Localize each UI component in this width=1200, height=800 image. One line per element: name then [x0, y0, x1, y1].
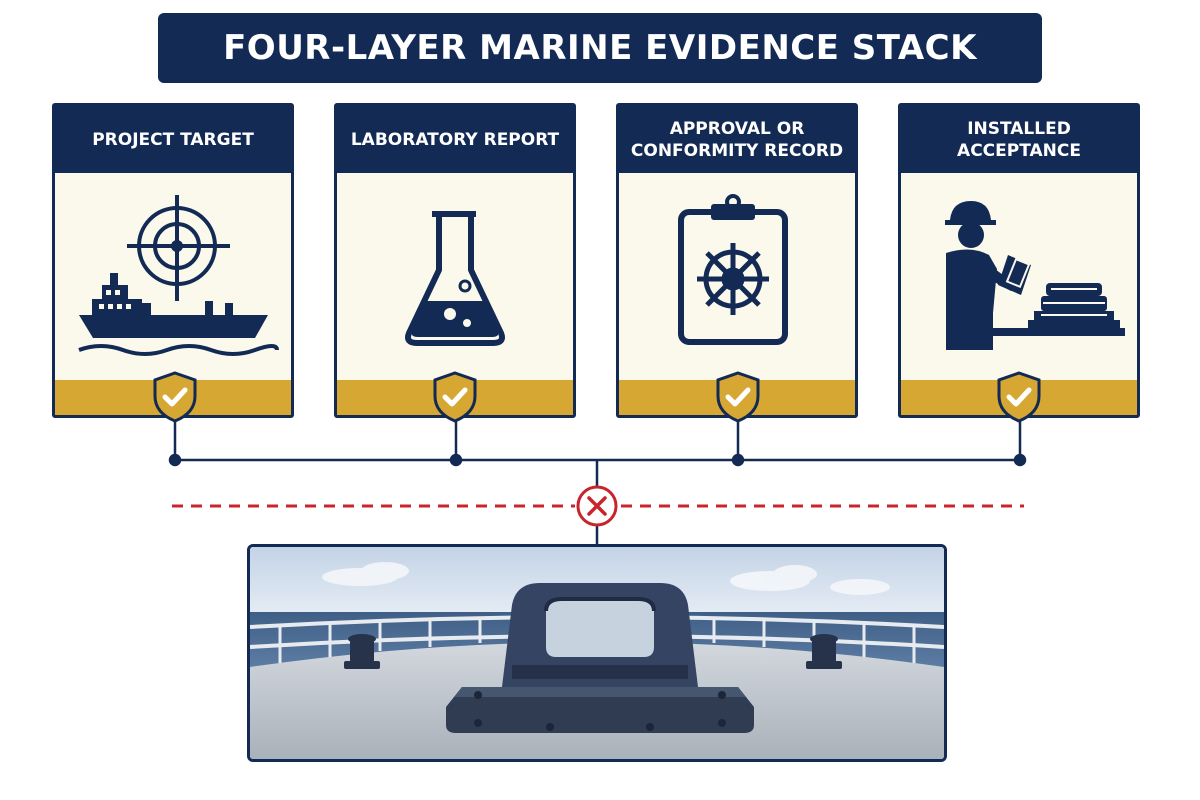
card-header: PROJECT TARGET	[55, 106, 291, 173]
card-label: APPROVAL OR CONFORMITY RECORD	[630, 118, 844, 161]
page-title: FOUR-LAYER MARINE EVIDENCE STACK	[223, 28, 977, 68]
layer-card-laboratory-report: LABORATORY REPORT	[334, 103, 576, 418]
inspector-icon	[945, 201, 1125, 350]
card-header: LABORATORY REPORT	[337, 106, 573, 173]
shield-check-icon	[997, 371, 1041, 423]
card-label: LABORATORY REPORT	[350, 129, 560, 150]
shield-check-icon	[433, 371, 477, 423]
card-header: APPROVAL OR CONFORMITY RECORD	[619, 106, 855, 173]
flask-icon	[405, 211, 505, 346]
deck-fitting-icon	[250, 547, 944, 759]
title-banner: FOUR-LAYER MARINE EVIDENCE STACK	[158, 13, 1042, 83]
x-circle-icon	[576, 485, 618, 527]
deck-scene	[247, 544, 947, 762]
shield-check-icon	[153, 371, 197, 423]
card-label: PROJECT TARGET	[92, 129, 254, 150]
ship-target-icon	[78, 195, 279, 356]
layer-card-project-target: PROJECT TARGET	[52, 103, 294, 418]
card-label: INSTALLED ACCEPTANCE	[957, 118, 1081, 161]
clipboard-wheel-icon	[678, 194, 788, 345]
shield-check-icon	[716, 371, 760, 423]
card-header: INSTALLED ACCEPTANCE	[901, 106, 1137, 173]
